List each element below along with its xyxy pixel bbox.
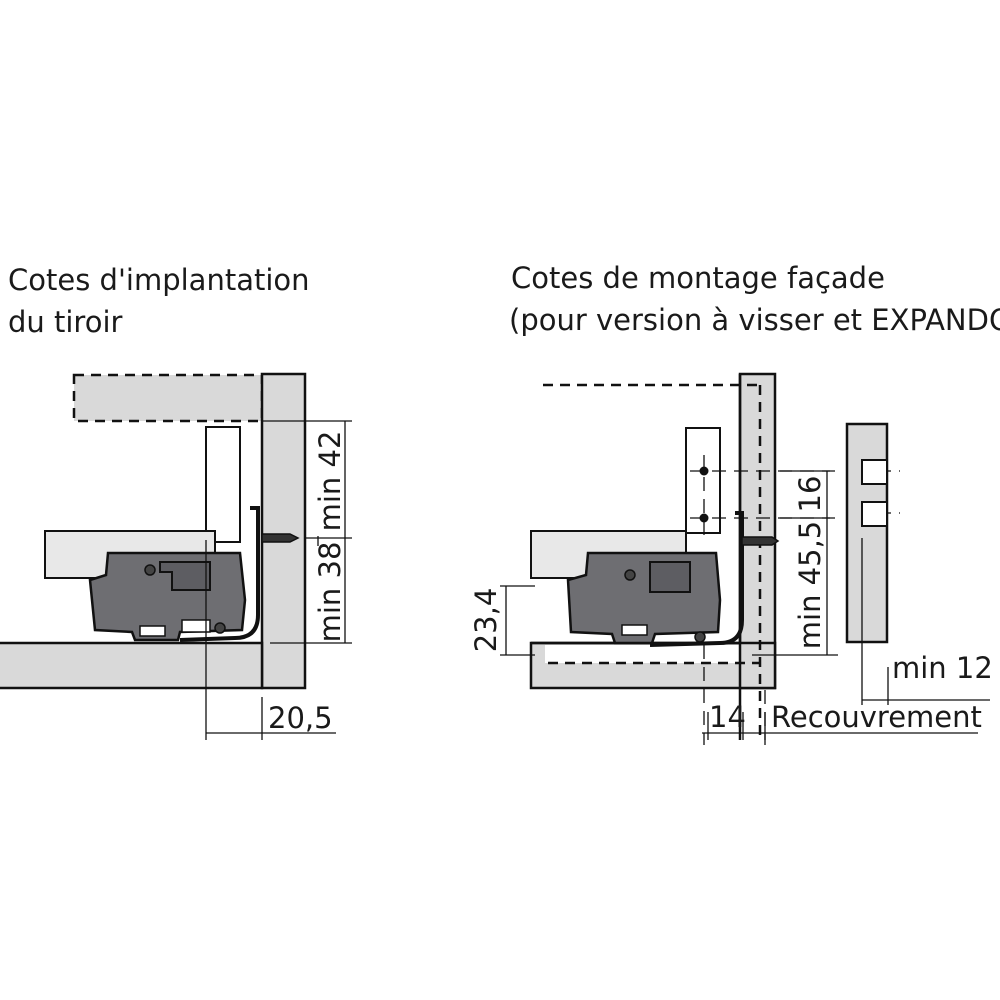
- dim-20-5: 20,5: [268, 701, 333, 735]
- expando-dowel-upper: [861, 459, 888, 485]
- dim-16: 16: [793, 476, 827, 513]
- cabinet-bottom-panel: [0, 641, 264, 690]
- screw-icon: [741, 536, 780, 546]
- dim-min-45-5: min 45,5: [793, 521, 827, 649]
- left-title-line1: Cotes d'implantation: [8, 263, 310, 297]
- left-title-line2: du tiroir: [8, 305, 123, 339]
- label-recouvrement: Recouvrement: [771, 700, 982, 734]
- mechanism-screw: [144, 564, 156, 576]
- dim-min-12: min 12: [892, 651, 993, 685]
- front-side-view: [845, 422, 889, 644]
- right-title-line1: Cotes de montage façade: [511, 261, 885, 295]
- dim-23-4: 23,4: [469, 588, 503, 653]
- drawer-side-profile: [205, 426, 241, 543]
- left-diagram: [0, 372, 352, 740]
- right-title-line2: (pour version à visser et EXPANDO): [509, 303, 1000, 337]
- runner-bracket: [179, 506, 260, 642]
- cabinet-side-panel: [260, 372, 307, 690]
- dim-14: 14: [709, 700, 746, 734]
- upper-shelf-dashed: [72, 373, 264, 423]
- dim-min-42: min 42: [313, 431, 347, 532]
- expando-dowel-lower: [861, 501, 888, 527]
- dim-min-38: min 38: [313, 542, 347, 643]
- right-diagram: [500, 372, 990, 745]
- overlay-dashed-outline: [543, 383, 762, 740]
- front-panel: [738, 372, 777, 690]
- screw-icon: [261, 533, 300, 543]
